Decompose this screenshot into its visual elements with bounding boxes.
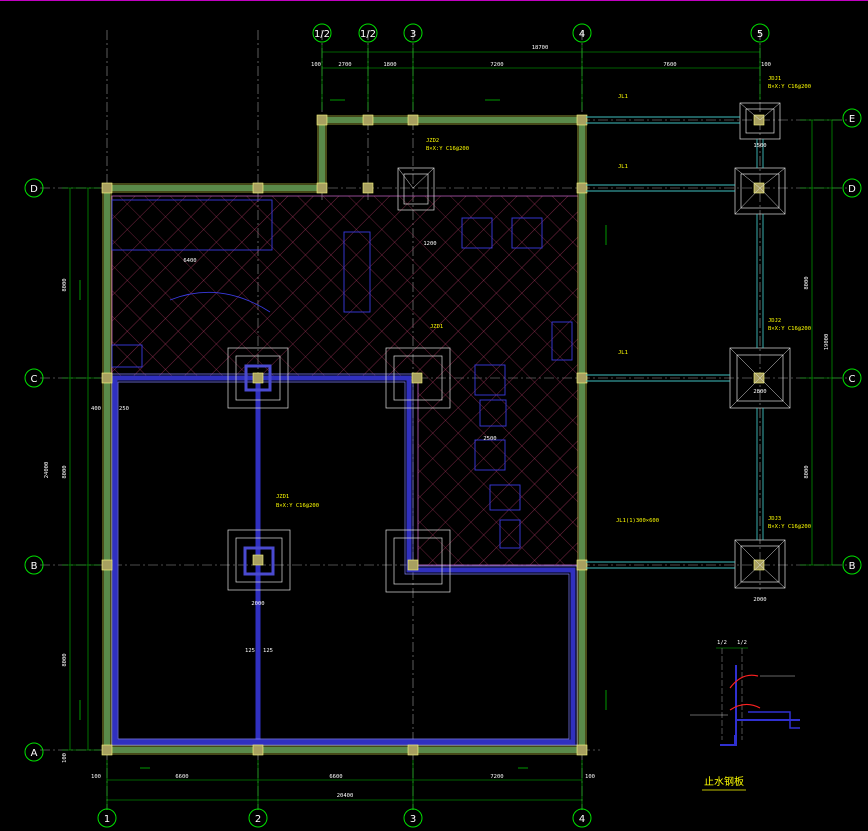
dim-right-total: 19000 — [824, 334, 830, 351]
axis-bubble-bottom-1: 1 — [97, 808, 117, 828]
dim-beam: 125 — [245, 648, 255, 654]
axis-bubble-top-3: 3 — [403, 23, 423, 43]
axis-bubble-bottom-4: 4 — [572, 808, 592, 828]
dim-right: 8000 — [804, 276, 810, 289]
label-jdj1: JDJ1 — [768, 76, 781, 82]
label-jl1: JL1 — [618, 94, 628, 100]
dim-top: 100 — [761, 62, 771, 68]
dim-beam: 125 — [263, 648, 273, 654]
label-jzd1-spec: B×X:Y C16@200 — [276, 503, 319, 509]
dim-bottom: 100 — [585, 774, 595, 780]
axis-label: B — [31, 561, 38, 572]
axis-bubble-left-b: B — [24, 555, 44, 575]
columns — [101, 114, 765, 756]
dim-left: 100 — [62, 753, 68, 763]
dim-top: 1800 — [383, 62, 396, 68]
waterstop-detail: 1/2 1/2 止水钢板 — [690, 640, 800, 791]
axis-label: 1/2 — [360, 29, 376, 40]
axis-bubble-top-4: 4 — [572, 23, 592, 43]
axis-label: 2 — [255, 814, 261, 825]
tie-beams — [586, 116, 764, 569]
dim-bottom: 6600 — [329, 774, 342, 780]
dim-left: 8000 — [62, 653, 68, 666]
dim-left: 8000 — [62, 465, 68, 478]
label-jl1: JL1 — [618, 350, 628, 356]
dim-beam: 400 — [91, 406, 101, 412]
axis-bubble-bottom-2: 2 — [248, 808, 268, 828]
dim-top: 100 — [311, 62, 321, 68]
label-jzd2-spec: B×X:Y C16@200 — [426, 146, 469, 152]
component-labels: JZD1 B×X:Y C16@200 JZD1 JZD2 B×X:Y C16@2… — [91, 76, 811, 654]
axis-bubble-top-2: 1/2 — [358, 23, 378, 43]
dim-pit: 2500 — [483, 436, 496, 442]
label-jdj2: JDJ2 — [768, 318, 781, 324]
axis-bubble-left-a: A — [24, 742, 44, 762]
detail-axis-label: 1/2 — [717, 640, 727, 646]
label-jzd1: JZD1 — [430, 324, 443, 330]
axis-label: D — [848, 184, 856, 195]
axis-bubble-right-b: B — [842, 555, 862, 575]
axis-label: C — [849, 374, 856, 385]
dim-left: 8000 — [62, 278, 68, 291]
dim-top: 7600 — [663, 62, 676, 68]
axis-label: 4 — [579, 29, 585, 40]
top-border-line — [0, 0, 868, 4]
ramp-curve — [169, 291, 271, 313]
dim-pit: 6400 — [183, 258, 196, 264]
axis-label: 4 — [579, 814, 585, 825]
axis-label: C — [31, 374, 38, 385]
dim-pit: 1200 — [423, 241, 436, 247]
axis-label: 1 — [104, 814, 110, 825]
axis-bubble-bottom-3: 3 — [403, 808, 423, 828]
axis-bubbles: 1/2 1/2 3 4 5 1 2 3 4 D C B A E D C B — [24, 23, 862, 828]
dim-bottom: 100 — [91, 774, 101, 780]
label-jdj2-spec: B×X:Y C16@200 — [768, 326, 811, 332]
dim-left-total: 24000 — [44, 462, 50, 479]
axis-bubble-top-5: 5 — [750, 23, 770, 43]
dim-footing: 2000 — [753, 597, 766, 603]
axis-bubble-left-c: C — [24, 368, 44, 388]
axis-label: 5 — [757, 29, 763, 40]
dimension-lines — [62, 45, 840, 810]
label-jdj3-spec: B×X:Y C16@200 — [768, 524, 811, 530]
footing-beam-collars — [243, 364, 275, 576]
axis-bubble-left-d: D — [24, 178, 44, 198]
detail-axis-label: 1/2 — [737, 640, 747, 646]
axis-bubble-right-e: E — [842, 108, 862, 128]
dim-bottom-total: 20400 — [337, 793, 354, 799]
independent-footings — [227, 102, 791, 593]
label-jdj1-spec: B×X:Y C16@200 — [768, 84, 811, 90]
label-jzd2: JZD2 — [426, 138, 439, 144]
axis-label: A — [31, 748, 38, 759]
dim-beam: 250 — [119, 406, 129, 412]
axis-label: 1/2 — [314, 29, 330, 40]
dimension-texts: 18700 100 2700 1800 7200 7600 100 100 66… — [44, 45, 830, 799]
axis-label: D — [30, 184, 38, 195]
axis-bubble-top-1: 1/2 — [312, 23, 332, 43]
section-marks — [79, 99, 607, 769]
label-jzd1: JZD1 — [276, 494, 289, 500]
dim-top: 2700 — [338, 62, 351, 68]
dim-bottom: 7200 — [490, 774, 503, 780]
dim-footing: 1500 — [753, 143, 766, 149]
dim-top-total: 18700 — [532, 45, 549, 51]
dim-top: 7200 — [490, 62, 503, 68]
axis-bubble-right-c: C — [842, 368, 862, 388]
axis-label: 3 — [410, 29, 416, 40]
label-jl1-spec: JL1(1)300×600 — [616, 518, 659, 524]
axis-label: B — [849, 561, 856, 572]
axis-label: 3 — [410, 814, 416, 825]
axis-label: E — [849, 114, 855, 125]
label-jl1: JL1 — [618, 164, 628, 170]
label-jdj3: JDJ3 — [768, 516, 781, 522]
dim-footing: 2800 — [753, 389, 766, 395]
dim-right: 8000 — [804, 465, 810, 478]
dim-footing: 2000 — [251, 601, 264, 607]
axis-bubble-right-d: D — [842, 178, 862, 198]
dim-bottom: 6600 — [175, 774, 188, 780]
internal-pits — [111, 199, 573, 549]
detail-title: 止水钢板 — [704, 775, 744, 788]
footing-diagonals — [397, 102, 791, 589]
